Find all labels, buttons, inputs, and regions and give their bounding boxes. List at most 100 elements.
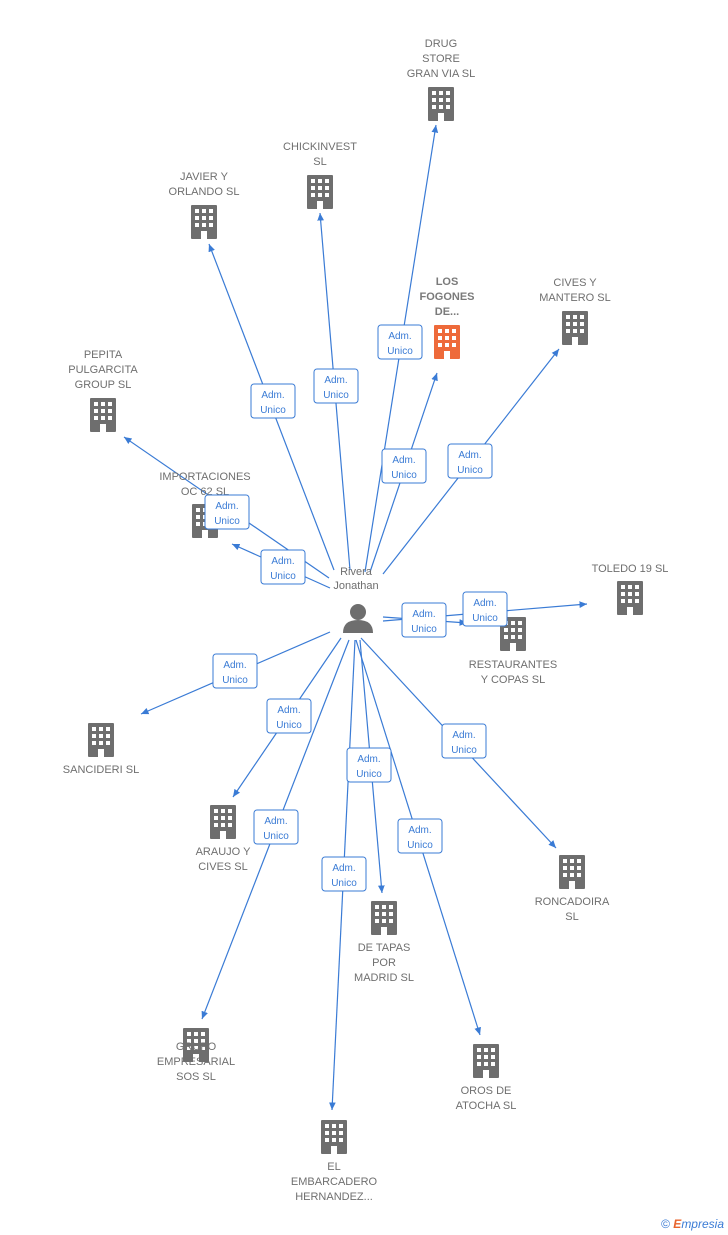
- role-label-de-tapas[interactable]: Adm.Unico: [346, 747, 392, 783]
- person-node[interactable]: Rivera Jonathan: [333, 566, 379, 633]
- company-node-los-fogones[interactable]: LOSFOGONESDE...: [419, 276, 475, 359]
- company-label-line: CHICKINVEST: [283, 141, 357, 153]
- role-label-box: [321, 856, 367, 892]
- building-icon: [559, 855, 585, 889]
- role-label-line1: Adm.: [271, 556, 294, 567]
- company-label-line: POR: [372, 957, 396, 969]
- company-label-line: SL: [565, 911, 578, 923]
- company-label-line: OROS DE: [461, 1085, 512, 1097]
- company-label-line: GRAN VIA SL: [407, 68, 475, 80]
- company-label-line: ORLANDO SL: [169, 186, 240, 198]
- company-label-line: LOS: [436, 276, 459, 288]
- role-label-line2: Unico: [331, 878, 357, 889]
- company-label-line: MADRID SL: [354, 972, 414, 984]
- role-label-line1: Adm.: [392, 455, 415, 466]
- building-icon: [371, 901, 397, 935]
- role-label-line2: Unico: [270, 571, 296, 582]
- role-label-line1: Adm.: [223, 660, 246, 671]
- role-label-line2: Unico: [356, 769, 382, 780]
- role-label-toledo[interactable]: Adm. Unico: [462, 591, 508, 627]
- role-label-line2: Unico: [407, 840, 433, 851]
- role-label-embarcadero[interactable]: Adm.Unico: [321, 856, 367, 892]
- company-label-line: JAVIER Y: [180, 171, 229, 183]
- company-label-line: HERNANDEZ...: [295, 1191, 373, 1203]
- company-label-line: RONCADOIRA: [535, 896, 610, 908]
- role-label-box: [401, 602, 447, 638]
- company-label-line: EMPRESARIAL: [157, 1056, 235, 1068]
- role-label-line1: Adm.: [473, 598, 496, 609]
- company-label-line: TOLEDO 19 SL: [592, 563, 669, 575]
- company-label-line: GRUPO: [176, 1041, 217, 1053]
- company-label-line: DRUG: [425, 38, 457, 50]
- role-label-line2: Unico: [457, 465, 483, 476]
- building-icon: [88, 723, 114, 757]
- role-label-los-fogones[interactable]: Adm. Unico: [381, 448, 427, 484]
- role-label-line1: Adm.: [458, 450, 481, 461]
- company-node-roncadoira[interactable]: RONCADOIRA SL: [535, 855, 610, 923]
- company-node-javier-orlando[interactable]: JAVIER Y ORLANDO SL: [169, 171, 240, 239]
- role-label-chickinvest[interactable]: Adm.Unico: [313, 368, 359, 404]
- role-label-box: [346, 747, 392, 783]
- role-label-box: [253, 809, 299, 845]
- role-label-line2: Unico: [472, 613, 498, 624]
- role-label-line1: Adm.: [408, 825, 431, 836]
- company-node-embarcadero[interactable]: EL EMBARCADERO HERNANDEZ...: [291, 1120, 378, 1203]
- role-label-line2: Unico: [263, 831, 289, 842]
- brand-logo-initial: E: [673, 1217, 682, 1231]
- role-label-line1: Adm.: [277, 705, 300, 716]
- role-label-line1: Adm.: [264, 816, 287, 827]
- company-label-line: IMPORTACIONES: [159, 471, 250, 483]
- role-label-box: [377, 324, 423, 360]
- role-label-sancideri[interactable]: Adm. Unico: [212, 653, 258, 689]
- role-label-grupo[interactable]: Adm. Unico: [253, 809, 299, 845]
- role-label-box: [260, 549, 306, 585]
- company-label-line: SL: [313, 156, 326, 168]
- role-label-line2: Unico: [391, 470, 417, 481]
- company-label-line: CIVES SL: [198, 861, 248, 873]
- company-label-line: DE...: [435, 306, 459, 318]
- role-label-line1: Adm.: [388, 331, 411, 342]
- role-labels-layer: Adm.UnicoAdm.UnicoAdm.UnicoAdm.UnicoAdm.…: [204, 324, 508, 892]
- role-label-restaurantes[interactable]: Adm.Unico: [401, 602, 447, 638]
- company-label-line: EL: [327, 1161, 340, 1173]
- role-label-roncadoira[interactable]: Adm. Unico: [441, 723, 487, 759]
- company-node-toledo[interactable]: TOLEDO 19 SL: [592, 563, 669, 615]
- role-label-line2: Unico: [411, 624, 437, 635]
- footer-brand: © Empresia: [661, 1217, 724, 1231]
- company-label-line: STORE: [422, 53, 460, 65]
- role-label-araujo[interactable]: Adm.Unico: [266, 698, 312, 734]
- company-label-line: EMBARCADERO: [291, 1176, 378, 1188]
- company-label-line: PEPITA: [84, 349, 123, 361]
- role-label-drug-store[interactable]: Adm. Unico: [377, 324, 423, 360]
- person-name-line1: Rivera: [340, 566, 373, 578]
- role-label-line2: Unico: [387, 346, 413, 357]
- role-label-oros[interactable]: Adm. Unico: [397, 818, 443, 854]
- copyright-icon: ©: [661, 1217, 670, 1231]
- role-label-line2: Unico: [222, 675, 248, 686]
- role-label-line2: Unico: [451, 745, 477, 756]
- company-label-line: GROUP SL: [75, 379, 132, 391]
- role-label-cives-mantero[interactable]: Adm. Unico: [447, 443, 493, 479]
- company-node-sancideri[interactable]: SANCIDERI SL: [63, 723, 139, 776]
- role-label-line2: Unico: [214, 516, 240, 527]
- role-label-box: [397, 818, 443, 854]
- building-icon: [562, 311, 588, 345]
- role-label-javier-orlando[interactable]: Adm.Unico: [250, 383, 296, 419]
- nodes-layer: DRUG STORE GRAN VIA SL CHICKINVEST SL JAVIER …: [63, 38, 669, 1203]
- company-node-chickinvest[interactable]: CHICKINVEST SL: [283, 141, 357, 209]
- role-label-box: [447, 443, 493, 479]
- role-label-pepita[interactable]: Adm.Unico: [204, 494, 250, 530]
- role-label-box: [313, 368, 359, 404]
- company-node-drug-store[interactable]: DRUG STORE GRAN VIA SL: [407, 38, 475, 121]
- role-label-line1: Adm.: [452, 730, 475, 741]
- role-label-importaciones[interactable]: Adm. Unico: [260, 549, 306, 585]
- person-icon: [343, 604, 373, 633]
- company-label-line: MANTERO SL: [539, 292, 611, 304]
